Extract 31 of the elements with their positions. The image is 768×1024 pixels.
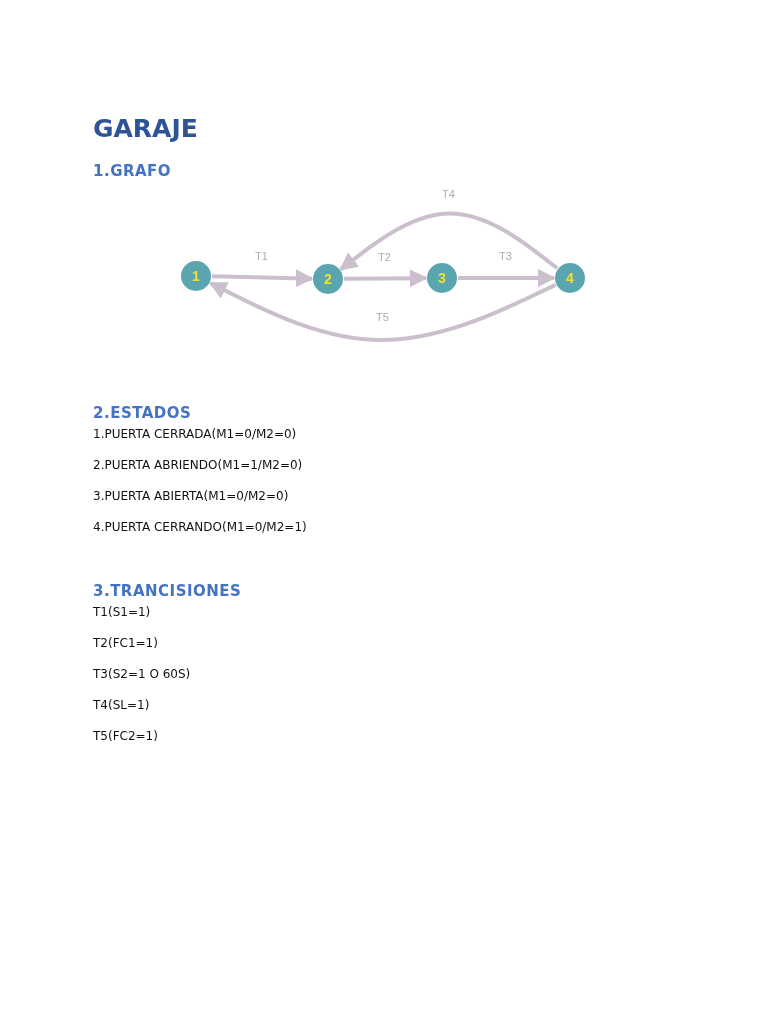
edge-label: T1: [255, 250, 268, 262]
edge-label: T3: [499, 250, 512, 262]
list-item: 3.PUERTA ABIERTA(M1=0/M2=0): [93, 489, 289, 503]
list-item: T5(FC2=1): [93, 729, 158, 743]
list-item: T4(SL=1): [93, 698, 150, 712]
list-item: 2.PUERTA ABRIENDO(M1=1/M2=0): [93, 458, 303, 472]
state-circle: [181, 261, 211, 291]
list-item: T2(FC1=1): [93, 636, 158, 650]
state-number: 2: [324, 271, 332, 287]
edge-label: T5: [376, 311, 389, 323]
arrow: [208, 281, 557, 342]
title: GARAJE: [93, 114, 198, 143]
section-heading: 2.ESTADOS: [93, 404, 192, 422]
edge-label: T4: [442, 188, 455, 200]
section-heading: 3.TRANCISIONES: [93, 582, 242, 600]
state-circle: [313, 264, 343, 294]
list-item: 4.PUERTA CERRANDO(M1=0/M2=1): [93, 520, 307, 534]
arrow: [458, 269, 556, 287]
state-circle: [427, 263, 457, 293]
list-item: T1(S1=1): [93, 605, 151, 619]
edge-label: T2: [378, 251, 391, 263]
state-number: 1: [192, 268, 200, 284]
list-item: T3(S2=1 O 60S): [93, 667, 191, 681]
list-item: 1.PUERTA CERRADA(M1=0/M2=0): [93, 427, 297, 441]
state-number: 4: [566, 270, 574, 286]
arrow: [211, 269, 314, 288]
arrow: [343, 269, 428, 288]
section-heading: 1.GRAFO: [93, 162, 172, 180]
state-number: 3: [438, 270, 446, 286]
arrow: [339, 211, 559, 271]
state-circle: [555, 263, 585, 293]
